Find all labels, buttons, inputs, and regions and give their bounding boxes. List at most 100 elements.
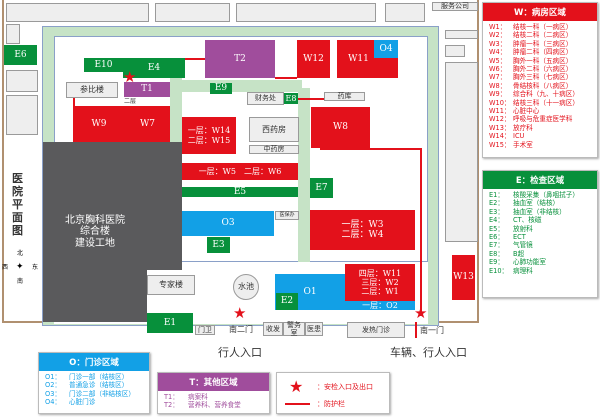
legend-item-code: W3： [489,39,507,48]
building-fuwu: 服务公司 [432,2,478,11]
building-yibao: 医保办 [275,211,299,220]
compass-north: 北 [17,250,24,257]
legend-item-code: E6： [489,233,504,242]
legend-item-desc: 营养科、营养食堂 [188,401,241,410]
building-w8: W8 [311,107,370,148]
fence [185,58,205,60]
star-icon: ★ [289,377,304,396]
legend-item-desc: 病理科 [513,266,533,275]
label-erceng: 二层 [124,98,137,105]
legend-item-code: W15： [489,140,511,149]
legend-item: W11：心脏中心 [483,107,597,115]
legend-item-desc: 门诊二部（非结核区） [69,389,135,398]
legend-item-desc: 抽血室（非结核） [513,207,566,216]
building-e4: E4 [123,58,185,78]
building-o3: O3 [182,211,274,236]
legend-item: W12：呼吸与危重症医学科 [483,115,597,123]
legend-item-code: E7： [489,241,504,250]
legend-item-code: E5： [489,224,504,233]
legend-item-desc: 心肺功能室 [513,258,546,267]
legend-item-desc: 结核三科（十一病区） [513,98,579,107]
fence [73,98,75,106]
legend-item: W13：放疗科 [483,124,597,132]
legend-outpatient: O：门诊区域 O1：门诊一部（结核区）O2：普通急诊（结核区）O3：门诊二部（非… [38,352,150,414]
legend-item-desc: 胸外一科（五病区） [513,56,573,65]
legend-item: E10：病理科 [483,267,597,275]
legend-item-desc: 肿瘤一科（三病区） [513,39,573,48]
legend-item-code: W2： [489,31,507,40]
building-w9: W9 [73,106,125,142]
legend-item-code: E8： [489,249,504,258]
legend-item-code: O3： [45,389,61,398]
legend-item-code: W8： [489,81,507,90]
legend-item: T1： 病案科 [158,393,269,401]
legend-item-code: E4： [489,216,504,225]
legend-item: E3：抽血室（非结核） [483,208,597,216]
building-canbi: 参比楼 [66,82,118,98]
building-jingwu: 警务室 [283,321,305,337]
compass-center-icon: ✦ [16,262,24,272]
building-yaoku: 药库 [324,92,365,101]
security-entrance-star-icon: ★ [414,304,428,322]
legend-item-code: W12： [489,115,511,124]
building [445,45,465,57]
legend-item-desc: 胸外三科（七病区） [513,73,573,82]
legend-item-code: O1： [45,373,61,381]
compass-south: 南 [17,278,24,285]
building-e5: E5 [182,187,298,197]
legend-item: W10：结核三科（十一病区） [483,99,597,107]
legend-item-desc: B超 [513,249,525,258]
building-w13: W13 [452,255,475,300]
legend-item: E4：CT、核磁 [483,216,597,224]
building-o2: 一层：O2 [345,301,415,310]
building-e8: E8 [284,93,298,104]
legend-item-desc: 核酸采集（鼻咽拭子） [513,191,579,199]
building [6,3,149,22]
legend-item: E7： 气管镜 [483,241,597,249]
building [6,95,38,135]
building-w7: W7 [125,106,170,142]
legend-item: T2：营养科、营养食堂 [158,401,269,409]
legend-item-code: W1： [489,23,507,31]
legend-item: W7：胸外三科（七病区） [483,73,597,81]
legend-item-desc: 结核一科（一病区） [513,23,573,31]
legend-item-desc: 呼吸与危重症医学科 [513,115,573,124]
building-caiwu: 财务处 [247,92,284,105]
legend-item-desc: 病案科 [188,393,208,401]
building [385,3,425,22]
building [445,62,478,242]
legend-exams: E：检查区域 E1：核酸采集（鼻咽拭子）E2：抽血室（结核）E3：抽血室（非结核… [482,170,598,298]
legend-item-code: T1： [164,393,179,401]
building-e6: E6 [4,45,37,65]
legend-item: W6：胸外二科（六病区） [483,65,597,73]
legend-item-desc: ECT [513,233,526,242]
pond: 水池 [233,274,259,300]
compass-east: 东 [32,264,39,271]
legend-item-desc: ICU [513,132,525,141]
fence-line-icon [285,403,310,405]
legend-item-desc: 手术室 [513,140,533,149]
legend-item: O3： 门诊二部（非结核区） [39,390,149,398]
legend-item-desc: 结核二科（二病区） [513,31,573,40]
compass-west: 西 [2,264,9,271]
legend-item-code: E1： [489,191,504,199]
fence [275,77,297,79]
building-zhongyao: 中药房 [249,145,299,154]
legend-item-desc: 气管镜 [513,241,533,250]
legend-item: W1： 结核一科（一病区） [483,23,597,31]
legend-item: E1： 核酸采集（鼻咽拭子） [483,191,597,199]
legend-item-desc: 普通急诊（结核区） [69,381,129,390]
legend-item-code: W9： [489,90,507,99]
vehicle-entrance-label: 车辆、行人入口 [390,346,467,359]
road [182,80,302,92]
building-w12: W12 [297,40,330,78]
building [155,3,230,22]
security-entrance-star-icon: ★ [233,304,247,322]
legend-item-desc: 骨结核科（八病区） [513,81,573,90]
pedestrian-entrance-label: 行人入口 [218,346,262,359]
legend-item: O1： 门诊一部（结核区） [39,373,149,381]
legend-item-desc: 门诊一部（结核区） [69,373,129,381]
building-t1: T1 [124,82,170,97]
building-e7: E7 [310,178,333,198]
legend-item-desc: 心脏门诊 [69,398,96,407]
